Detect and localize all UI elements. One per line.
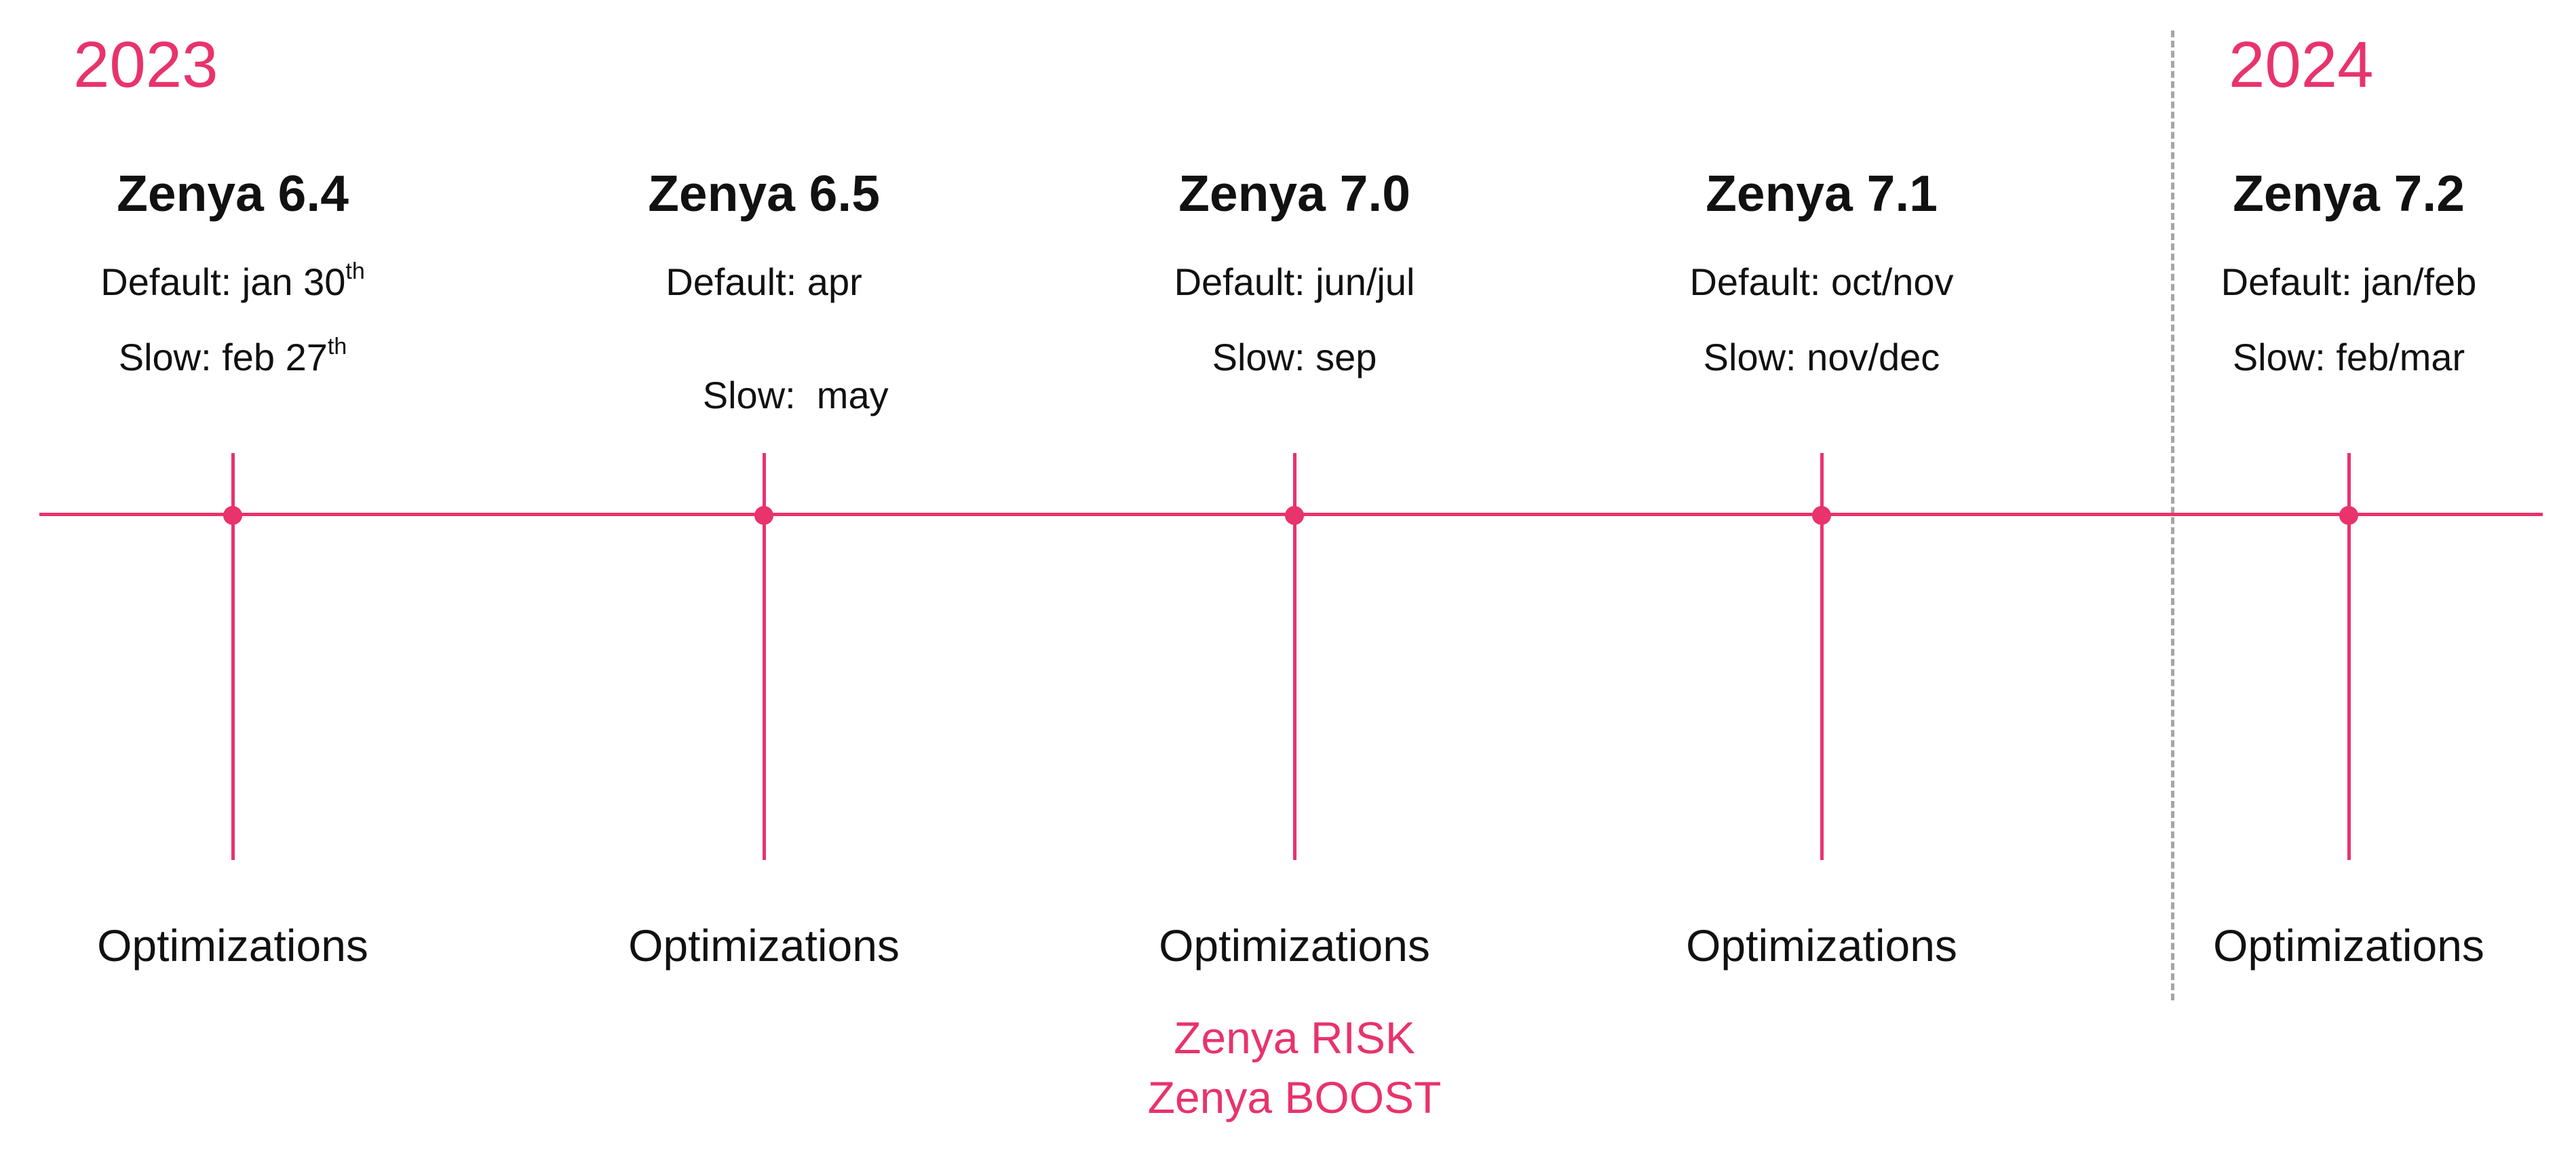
year-label-2023: 2023 <box>73 28 218 101</box>
default-date: Default: jun/jul <box>1057 263 1532 301</box>
release-stem <box>763 453 766 860</box>
release-zenya-6-4: Zenya 6.4 Default: jan 30th Slow: feb 27… <box>0 0 470 1155</box>
optimizations-label: Optimizations <box>1159 920 1430 971</box>
default-date-text: Default: jan 30 <box>100 260 346 303</box>
slow-date-suffix: th <box>327 334 347 359</box>
release-title: Zenya 7.2 <box>2233 165 2465 222</box>
release-node <box>2339 506 2358 525</box>
default-date: Default: apr <box>526 263 1001 301</box>
release-zenya-7-2: Zenya 7.2 Default: jan/feb Slow: feb/mar… <box>2111 0 2576 1155</box>
release-title: Zenya 6.4 <box>117 165 349 222</box>
slow-date-text: Slow: nov/dec <box>1703 336 1940 378</box>
slow-date: Slow: feb/mar <box>2111 338 2576 376</box>
default-date: Default: jan 30th <box>0 260 470 303</box>
release-zenya-7-0: Zenya 7.0 Default: jun/jul Slow: sep Opt… <box>1057 0 1532 1155</box>
slow-date-text: Slow: sep <box>1212 336 1377 378</box>
optimizations-label: Optimizations <box>1686 920 1957 971</box>
release-stem <box>1820 453 1824 860</box>
release-zenya-6-5: Zenya 6.5 Default: apr Slow: may Optimiz… <box>526 0 1001 1155</box>
default-date: Default: oct/nov <box>1584 263 2059 301</box>
default-date-text: Default: apr <box>666 260 862 303</box>
default-date-text: Default: jan/feb <box>2221 260 2477 303</box>
default-date-text: Default: oct/nov <box>1689 260 1954 303</box>
release-zenya-7-1: Zenya 7.1 Default: oct/nov Slow: nov/dec… <box>1584 0 2059 1155</box>
optimizations-label: Optimizations <box>2213 920 2484 971</box>
year-label-2024: 2024 <box>2229 28 2374 101</box>
slow-date: Slow: may <box>526 338 1001 452</box>
release-node <box>1285 506 1304 525</box>
release-title: Zenya 7.0 <box>1178 165 1410 222</box>
default-date: Default: jan/feb <box>2111 263 2576 301</box>
default-date-suffix: th <box>345 258 365 284</box>
slow-date-text: Slow: feb 27 <box>118 336 328 378</box>
release-stem <box>2347 453 2351 860</box>
release-node <box>1812 506 1831 525</box>
optimizations-label: Optimizations <box>628 920 900 971</box>
feature-zenya-risk: Zenya RISK <box>1174 1013 1415 1063</box>
release-stem <box>231 453 235 860</box>
release-node <box>223 506 242 525</box>
slow-date-text: Slow: may <box>702 374 889 416</box>
release-node <box>754 506 773 525</box>
release-title: Zenya 7.1 <box>1706 165 1938 222</box>
release-stem <box>1293 453 1296 860</box>
default-date-text: Default: jun/jul <box>1174 260 1415 303</box>
slow-date: Slow: nov/dec <box>1584 338 2059 376</box>
optimizations-label: Optimizations <box>97 920 368 971</box>
slow-date-text: Slow: feb/mar <box>2232 336 2465 378</box>
feature-zenya-boost: Zenya BOOST <box>1147 1072 1442 1122</box>
release-title: Zenya 6.5 <box>648 165 880 222</box>
slow-date: Slow: sep <box>1057 338 1532 376</box>
slow-date: Slow: feb 27th <box>0 335 470 378</box>
